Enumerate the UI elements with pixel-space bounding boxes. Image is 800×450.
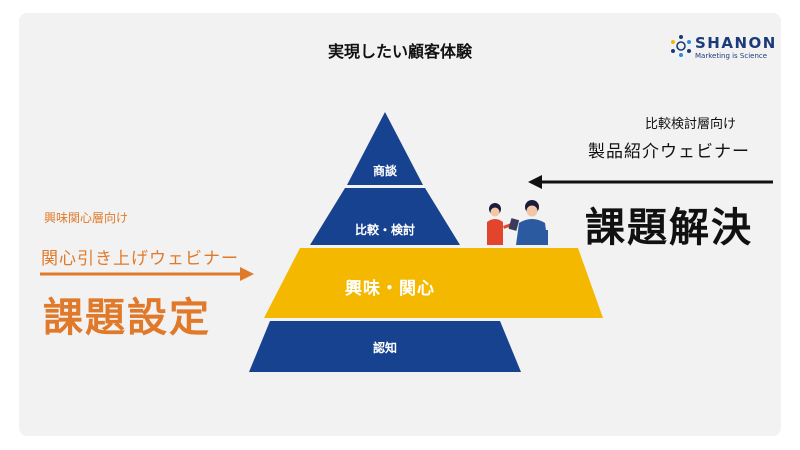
left-goal-label: 課題設定 — [43, 295, 211, 341]
pyramid-level-3 — [264, 248, 603, 318]
pyramid-label-3: 興味・関心 — [345, 279, 435, 299]
pyramid-label-4: 認知 — [372, 341, 397, 355]
people-illustration — [487, 200, 548, 245]
right-target-label: 比較検討層向け — [645, 117, 737, 132]
logo-tagline: Marketing is Science — [695, 52, 768, 60]
right-goal-label: 課題解決 — [585, 205, 753, 251]
page-title: 実現したい顧客体験 — [327, 42, 472, 61]
logo-name: SHANON — [695, 34, 777, 52]
logo-mark-icon — [671, 35, 691, 57]
pyramid-level-2 — [310, 188, 460, 245]
pyramid-label-1: 商談 — [372, 164, 397, 178]
right-arrow-head — [528, 175, 542, 189]
pyramid-level-1 — [347, 112, 423, 185]
pyramid-label-2: 比較・検討 — [354, 223, 415, 237]
left-target-label: 興味関心層向け — [44, 211, 129, 225]
shanon-logo: SHANON Marketing is Science — [667, 34, 775, 64]
pyramid-level-4 — [249, 321, 521, 372]
left-webinar-label: 関心引き上げウェビナー — [41, 249, 239, 269]
left-arrow-head — [240, 267, 254, 281]
right-webinar-label: 製品紹介ウェビナー — [588, 142, 750, 162]
